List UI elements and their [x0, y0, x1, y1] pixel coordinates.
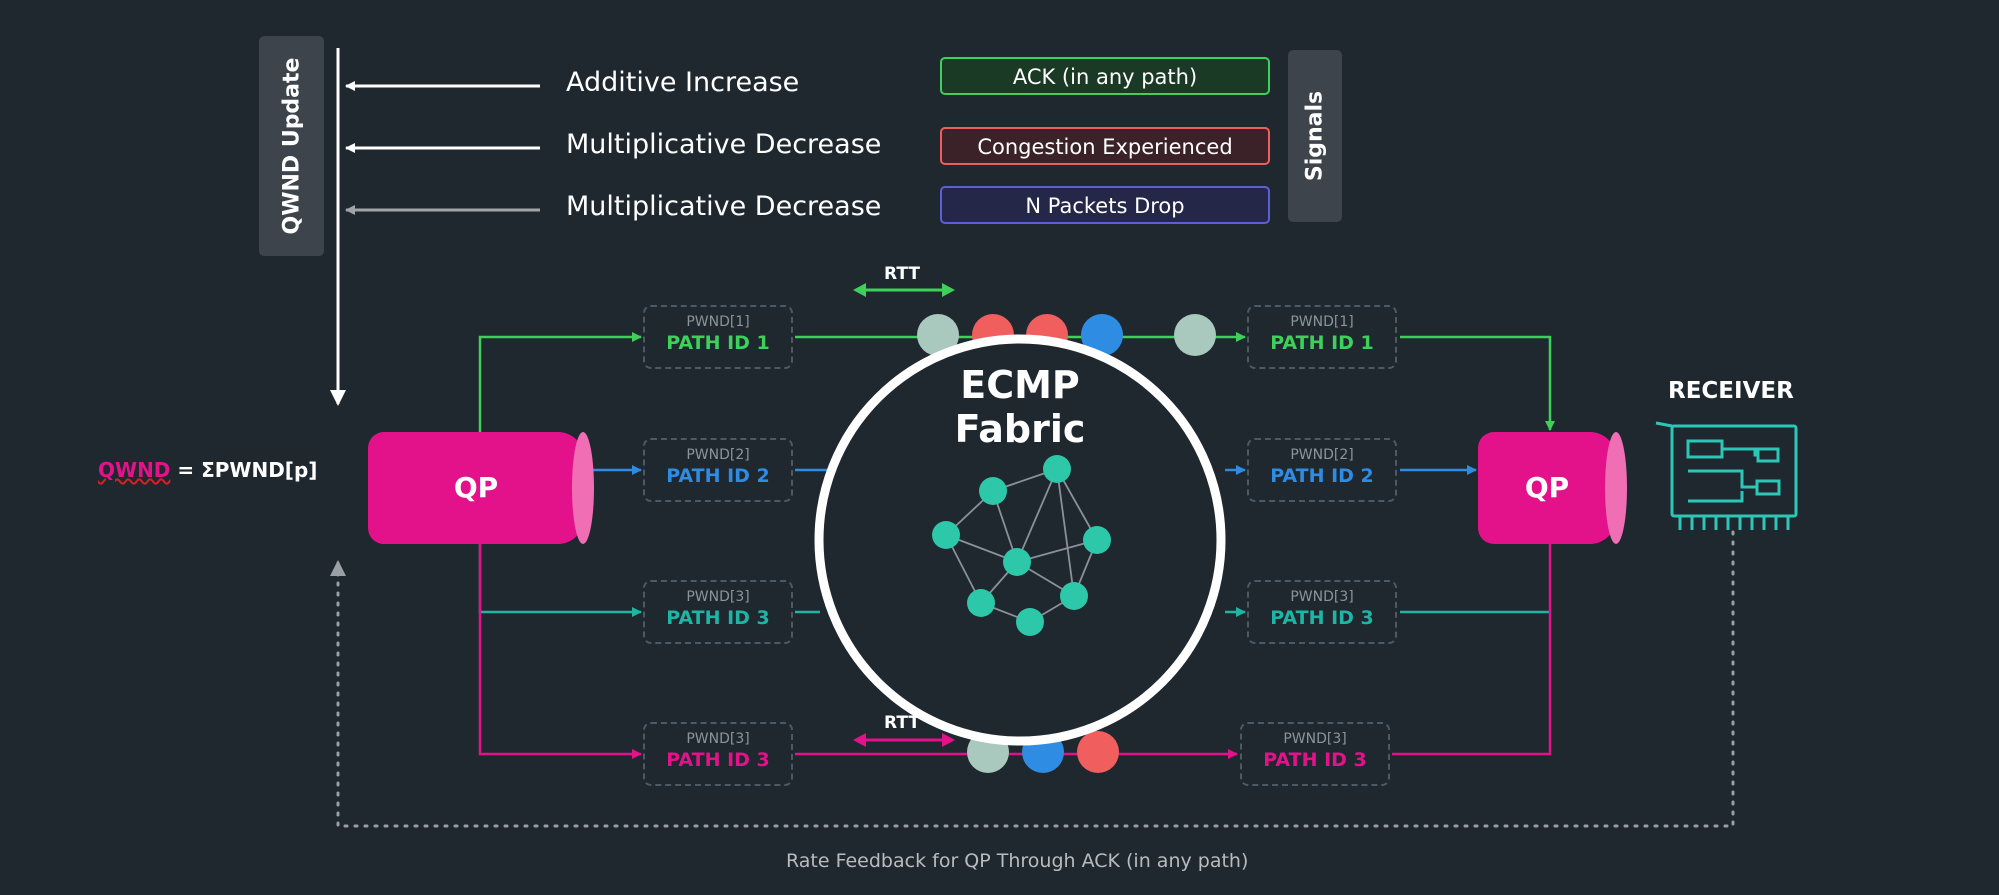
qwnd-update-label: QWND Update — [279, 57, 304, 235]
pwnd-label: PWND[1] — [686, 314, 750, 330]
receiver-label: RECEIVER — [1668, 378, 1794, 404]
rtt-bottom-arrow-right — [942, 733, 955, 747]
sender-qp-cap — [572, 432, 594, 544]
pwnd-sum: = ΣPWND[p] — [170, 458, 318, 482]
ecmp-fabric-title: ECMP Fabric — [920, 363, 1120, 451]
sender-path-4-line — [478, 508, 642, 759]
packet-ack — [917, 314, 959, 356]
pwnd-label: PWND[1] — [1290, 314, 1354, 330]
pwnd-label: PWND[2] — [1290, 447, 1354, 463]
path-id-label: PATH ID 1 — [666, 332, 770, 354]
rule-label-additive-increase: Additive Increase — [566, 67, 800, 98]
path-id-label: PATH ID 3 — [1270, 607, 1374, 629]
receiver-qp-label: QP — [1524, 471, 1570, 504]
sender-path-box-4: PWND[3] PATH ID 3 — [643, 722, 793, 786]
packet-drop — [1081, 314, 1123, 356]
pwnd-label: PWND[3] — [686, 731, 750, 747]
feedback-label: Rate Feedback for QP Through ACK (in any… — [786, 850, 1249, 872]
path-id-label: PATH ID 2 — [1270, 465, 1374, 487]
signal-ce-box: Congestion Experienced — [940, 127, 1270, 165]
pwnd-label: PWND[3] — [1283, 731, 1347, 747]
receiver-qp-cap — [1605, 432, 1627, 544]
rtt-bottom-arrow-left — [853, 733, 866, 747]
ecmp-title-line1: ECMP — [960, 363, 1080, 407]
sender-path-1-line — [478, 332, 642, 432]
receiver-qp: QP — [1478, 432, 1616, 544]
pwnd-label: PWND[3] — [1290, 589, 1354, 605]
rtt-top-label: RTT — [884, 264, 920, 284]
feedback-loop-line — [330, 530, 1735, 828]
pwnd-label: PWND[2] — [686, 447, 750, 463]
rtt-top-arrow-right — [942, 283, 955, 297]
rule-label-drop-decrease: Multiplicative Decrease — [566, 191, 882, 222]
receiver-path-box-3: PWND[3] PATH ID 3 — [1247, 580, 1397, 644]
receiver-path-box-2: PWND[2] PATH ID 2 — [1247, 438, 1397, 502]
receiver-path-1-line — [1400, 335, 1555, 431]
ecmp-fabric-circle — [814, 334, 1226, 746]
sender-path-box-2: PWND[2] PATH ID 2 — [643, 438, 793, 502]
ecmp-title-line2: Fabric — [954, 407, 1086, 451]
packet-ack — [1174, 314, 1216, 356]
signals-tab: Signals — [1288, 50, 1342, 222]
signals-label: Signals — [1302, 90, 1328, 182]
nic-card-icon — [1655, 421, 1798, 530]
qwnd-formula: QWND = ΣPWND[p] — [98, 458, 317, 482]
network-nodes — [932, 455, 1111, 636]
rule-label-ce-decrease: Multiplicative Decrease — [566, 129, 882, 160]
packet-ce — [1077, 731, 1119, 773]
path-id-label: PATH ID 3 — [666, 607, 770, 629]
signal-ack-box: ACK (in any path) — [940, 57, 1270, 95]
path-id-label: PATH ID 3 — [1263, 749, 1367, 771]
path-id-label: PATH ID 3 — [666, 749, 770, 771]
qwnd-update-tab: QWND Update — [259, 36, 324, 256]
rtt-bottom-label: RTT — [884, 713, 920, 733]
receiver-path-box-1: PWND[1] PATH ID 1 — [1247, 305, 1397, 369]
sender-qp-label: QP — [453, 471, 499, 504]
rtt-top-arrow-left — [853, 283, 866, 297]
pwnd-label: PWND[3] — [686, 589, 750, 605]
sender-path-box-1: PWND[1] PATH ID 1 — [643, 305, 793, 369]
path-id-label: PATH ID 1 — [1270, 332, 1374, 354]
sender-path-box-3: PWND[3] PATH ID 3 — [643, 580, 793, 644]
receiver-path-box-4: PWND[3] PATH ID 3 — [1240, 722, 1390, 786]
signal-drop-box: N Packets Drop — [940, 186, 1270, 224]
receiver-path-4-line — [1392, 511, 1555, 756]
path-id-label: PATH ID 2 — [666, 465, 770, 487]
qwnd-term: QWND — [98, 458, 171, 482]
sender-qp: QP — [368, 432, 584, 544]
